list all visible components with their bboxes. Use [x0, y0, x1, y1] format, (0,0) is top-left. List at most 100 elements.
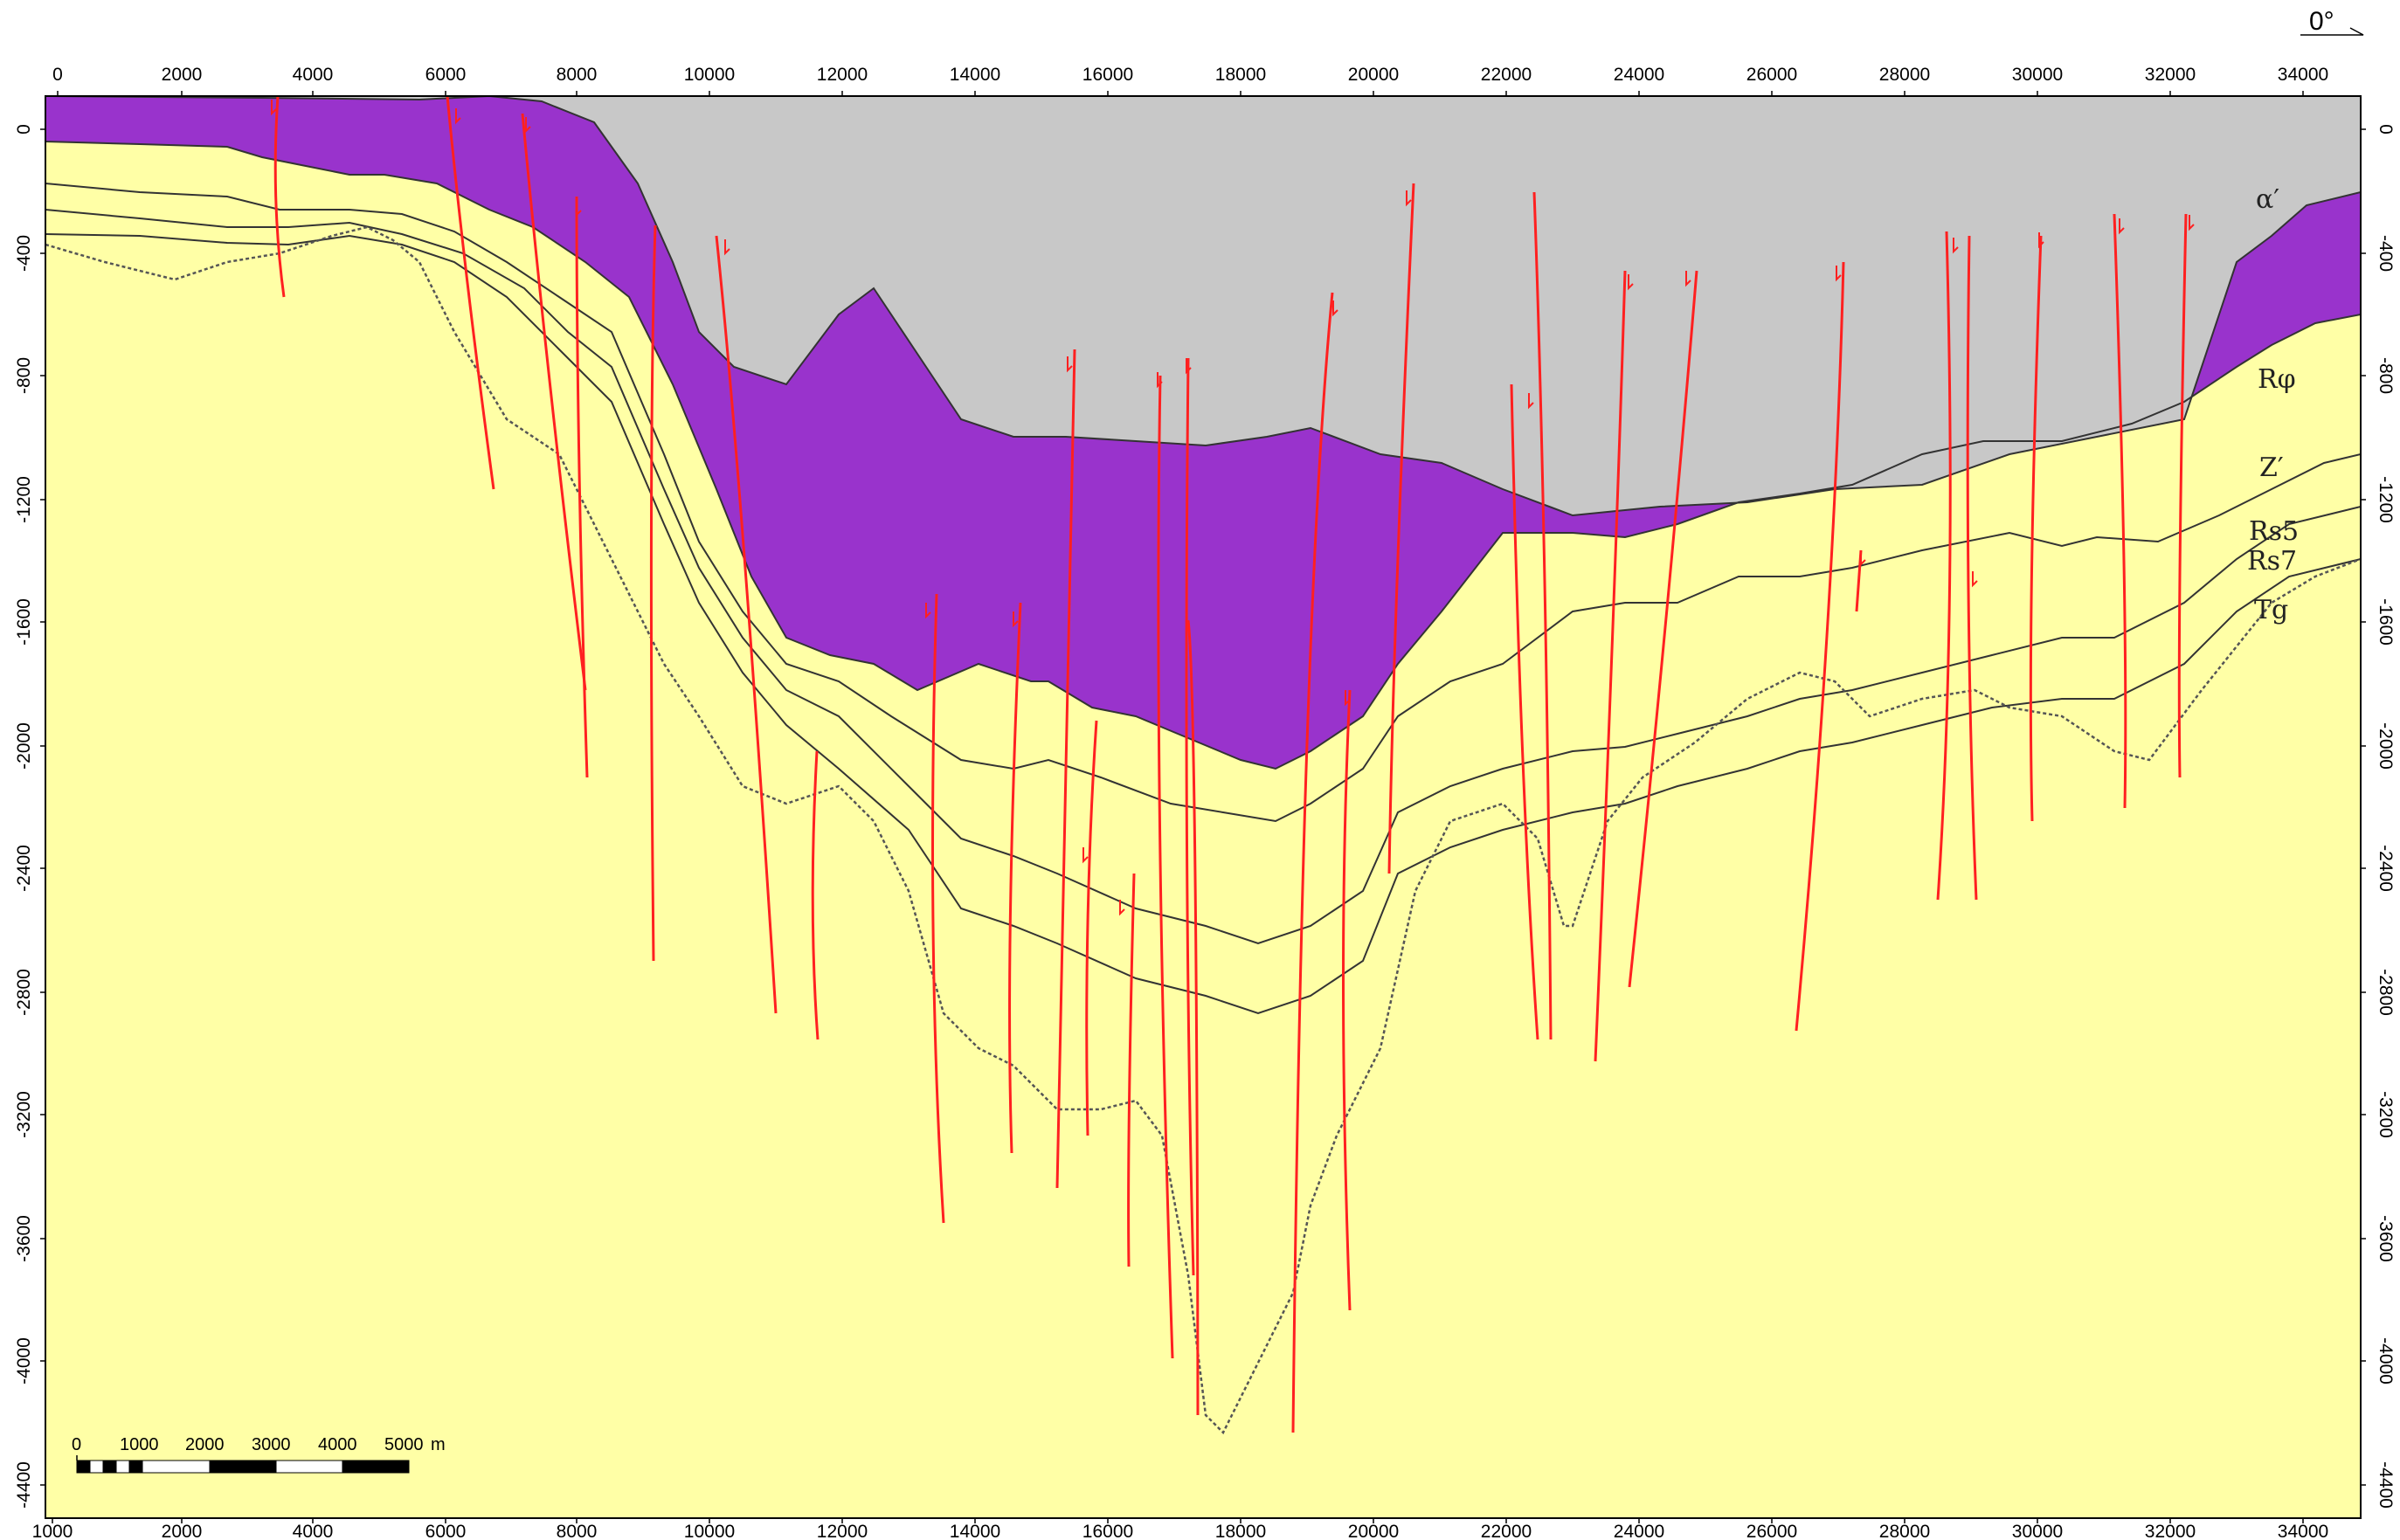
scale-segment: [209, 1460, 277, 1474]
fault-line: [2177, 213, 2188, 778]
label-rs5: Rs5: [2249, 516, 2299, 547]
top-tick-label: 20000: [1348, 65, 1399, 85]
fault-slip-arrow: [1628, 274, 1634, 291]
top-tick-label: 28000: [1879, 65, 1930, 85]
fault-slip-arrow: [1972, 571, 1978, 588]
scale-segment: [142, 1460, 211, 1474]
overburden-fill: [45, 96, 2361, 515]
fault-slip-arrow: [1332, 300, 1338, 317]
fault-slip-arrow: [1685, 271, 1691, 287]
top-tick-label: 18000: [1215, 65, 1266, 85]
bottom-tick-label: 34000: [2278, 1522, 2328, 1540]
fault-line: [1387, 183, 1415, 874]
left-tick-label: -1600: [14, 598, 34, 646]
left-tick-label: -3600: [14, 1215, 34, 1262]
fault-slip-arrow: [1953, 238, 1959, 254]
top-tick-label: 8000: [557, 65, 598, 85]
right-tick-label: -1600: [2376, 598, 2396, 646]
right-tick-label: -2800: [2376, 969, 2396, 1016]
fault-line: [1186, 619, 1200, 1416]
fault-slip-arrow: [1186, 358, 1192, 375]
horizon-rs5: [45, 209, 2361, 945]
label-rphi: Rφ: [2258, 364, 2296, 395]
horizon-rphi: [45, 141, 2361, 770]
label-alpha: α′: [2256, 184, 2279, 215]
scale-segment: [89, 1460, 104, 1474]
fault-slip-arrow: [925, 603, 931, 619]
scale-label-4000: 4000: [318, 1435, 357, 1454]
left-tick-label: -3200: [14, 1091, 34, 1138]
fault-line: [811, 750, 820, 1040]
fault-slip-arrow: [2038, 232, 2044, 249]
top-tick-label: 26000: [1746, 65, 1797, 85]
fault-line: [1532, 191, 1553, 1040]
fault-slip-arrow: [271, 100, 277, 116]
fault-line: [273, 96, 286, 298]
fault-slip-arrow: [2189, 215, 2195, 231]
fault-line: [1157, 375, 1174, 1359]
fault-line: [521, 113, 587, 691]
scale-unit: m: [431, 1435, 446, 1454]
right-axis: 0-400-800-1200-1600-2000-2400-2800-3200-…: [2361, 124, 2396, 1509]
fault-line: [1291, 292, 1334, 1433]
top-tick-label: 24000: [1614, 65, 1664, 85]
top-tick-label: 32000: [2145, 65, 2196, 85]
fault-line: [1342, 689, 1352, 1311]
right-tick-label: -3200: [2376, 1091, 2396, 1138]
label-tg: Tg: [2254, 595, 2288, 625]
bottom-tick-label: 20000: [1348, 1522, 1399, 1540]
layer-labels: α′ Rφ Z′ Rs5 Rs7 Tg: [2247, 184, 2299, 625]
right-tick-label: -4000: [2376, 1337, 2396, 1385]
label-z: Z′: [2259, 452, 2284, 483]
left-tick-label: -400: [14, 235, 34, 272]
fault-slip-arrow: [1528, 393, 1534, 410]
fault-line: [575, 196, 589, 778]
fault-line: [1008, 602, 1022, 1154]
fault-line: [1936, 231, 1952, 901]
scale-segment: [102, 1460, 117, 1474]
azimuth-arrow-icon: [2300, 27, 2364, 36]
horizon-alpha: [45, 96, 2361, 517]
left-tick-label: -2000: [14, 722, 34, 770]
bottom-tick-label: 4000: [293, 1522, 334, 1540]
fault-line: [2113, 213, 2127, 809]
top-tick-label: 30000: [2012, 65, 2063, 85]
fault-slip-arrow: [2119, 218, 2125, 235]
right-tick-label: -3600: [2376, 1215, 2396, 1262]
fault-slip-arrow: [1119, 900, 1125, 916]
plot-frame: [45, 95, 2362, 1519]
top-tick-label: 2000: [162, 65, 203, 85]
top-tick-label: 10000: [684, 65, 735, 85]
bottom-tick-label: 12000: [817, 1522, 868, 1540]
fault-slip-arrow: [455, 108, 461, 125]
horizon-z: [45, 183, 2361, 823]
bottom-tick-label: 32000: [2145, 1522, 2196, 1540]
bottom-tick-label: 2000: [162, 1522, 203, 1540]
fault-slip-arrow: [576, 201, 582, 218]
fault-line: [1085, 720, 1098, 1136]
top-tick-label: 12000: [817, 65, 868, 85]
right-tick-label: -4400: [2376, 1461, 2396, 1509]
fault-line: [446, 96, 495, 490]
scale-label-3000: 3000: [252, 1435, 291, 1454]
left-tick-label: -2800: [14, 969, 34, 1016]
left-tick-label: -2400: [14, 845, 34, 892]
scale-bar: 0 1000 2000 3000 4000 5000 m: [72, 1435, 446, 1474]
right-tick-label: -800: [2376, 357, 2396, 394]
right-tick-label: -1200: [2376, 476, 2396, 523]
left-tick-label: 0: [14, 124, 34, 135]
fault-line: [1055, 349, 1076, 1189]
bottom-tick-label: 24000: [1614, 1522, 1664, 1540]
scale-segment: [76, 1460, 91, 1474]
bottom-tick-label: 6000: [425, 1522, 467, 1540]
fault-slip-arrow: [1860, 550, 1866, 567]
scale-label-2000: 2000: [185, 1435, 225, 1454]
left-axis: 0-400-800-1200-1600-2000-2400-2800-3200-…: [14, 124, 45, 1509]
fault-line: [649, 224, 657, 962]
fault-line: [715, 235, 778, 1014]
right-tick-label: -2400: [2376, 845, 2396, 892]
scale-segment: [342, 1460, 410, 1474]
bottom-tick-label: 26000: [1746, 1522, 1797, 1540]
